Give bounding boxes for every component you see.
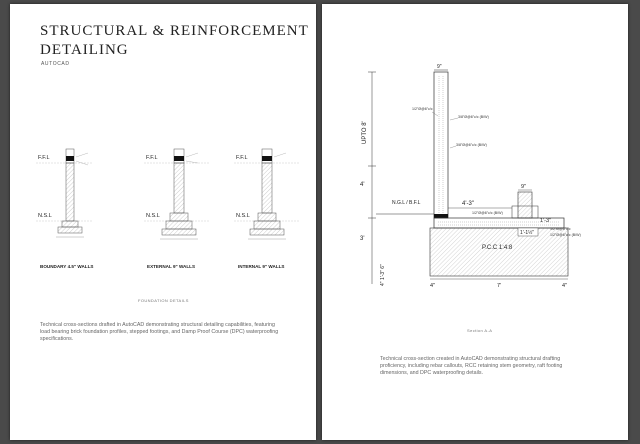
- dim-right-nine: 9": [521, 184, 526, 190]
- foundation-details-drawing: F.F.L N.S.L F.F.L N.S.L: [36, 148, 300, 240]
- callout-main-bar: 1/2"Ø@6"c/c: [412, 107, 433, 111]
- boundary-wall-section: F.F.L N.S.L: [36, 148, 92, 238]
- callout-dist-bar-2: 3/8"Ø@6"c/c (B/W): [456, 143, 487, 147]
- dim-base-seven: 7': [497, 283, 501, 289]
- pcc-bed: [429, 227, 569, 277]
- ngl-label: N.G.L / B.F.L: [392, 200, 421, 206]
- internal-wall-section: F.F.L N.S.L: [234, 148, 300, 240]
- dim-four-three: 4'-3": [462, 201, 474, 207]
- callout-right-bar-2: 1/2"Ø@6"c/c (B/W): [550, 233, 581, 237]
- dim-base-four-right: 4": [562, 283, 567, 289]
- dim-one-three: 1'-3": [540, 218, 551, 224]
- dim-upto: UPTO 8': [362, 121, 368, 144]
- ffl-label: F.F.L: [146, 155, 158, 161]
- dpc-band: [434, 214, 448, 218]
- callout-right-bar-1: 1/2"Ø@6"c/c: [550, 227, 571, 231]
- pcc-label: P.C.C 1:4:8: [482, 245, 513, 251]
- callout-raft-bar: 1/2"Ø@6"c/c (B/W): [472, 211, 503, 215]
- description-text: Technical cross-section created in AutoC…: [380, 356, 563, 376]
- page-subtitle: AUTOCAD: [41, 61, 70, 67]
- nsl-label: N.S.L: [38, 213, 52, 219]
- detail-caption-boundary: BOUNDARY 4.5" WALLS: [40, 264, 94, 269]
- detail-caption-internal: INTERNAL 9" WALLS: [238, 264, 285, 269]
- ffl-label: F.F.L: [38, 155, 50, 161]
- section-a-a-drawing: 9" P.C.C 1:4:8 9" N.G.L / B.F.L UPTO 8' …: [360, 64, 581, 289]
- figure-caption: FOUNDATION DETAILS: [138, 298, 189, 303]
- dim-four: 4': [360, 182, 364, 188]
- callout-dist-bar-1: 3/8"Ø@6"c/c (B/W): [458, 115, 489, 119]
- right-page: 9" P.C.C 1:4:8 9" N.G.L / B.F.L UPTO 8' …: [322, 4, 628, 440]
- ffl-label: F.F.L: [236, 155, 248, 161]
- dim-four-one-three-six: 4" 1'-3" 6": [380, 264, 386, 286]
- dim-three: 3': [360, 236, 364, 242]
- page-title: STRUCTURAL & REINFORCEMENT DETAILING: [40, 23, 309, 58]
- retaining-stem: [433, 71, 449, 219]
- dim-base-four-left: 4": [430, 283, 435, 289]
- dim-top-width: 9": [437, 64, 442, 70]
- nsl-label: N.S.L: [146, 213, 160, 219]
- figure-caption: Section A-A: [467, 328, 493, 333]
- column-stub: [517, 191, 533, 219]
- nsl-label: N.S.L: [236, 213, 250, 219]
- detail-caption-external: EXTERNAL 9" WALLS: [147, 264, 196, 269]
- external-wall-section: F.F.L N.S.L: [144, 148, 210, 240]
- dim-one-three-box: 1'-1½": [520, 229, 534, 236]
- left-page: STRUCTURAL & REINFORCEMENT DETAILING AUT…: [10, 4, 316, 440]
- description-text: Technical cross-sections drafted in Auto…: [40, 322, 279, 342]
